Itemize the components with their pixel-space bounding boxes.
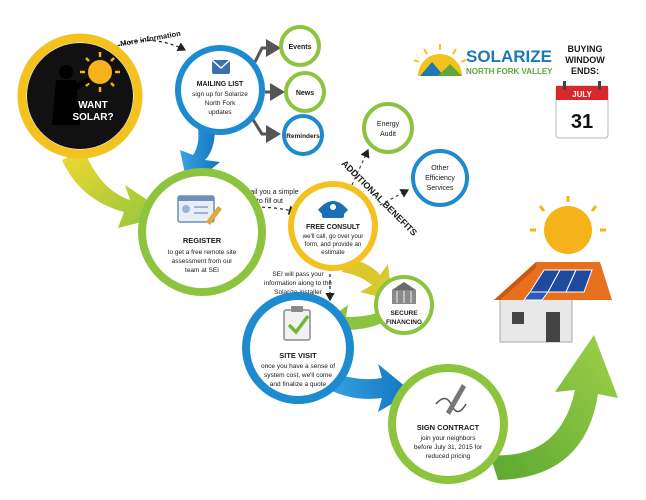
register-node: REGISTER to get a free remote site asses… xyxy=(138,168,266,296)
svg-text:information along to the: information along to the xyxy=(264,280,332,287)
sun-icon xyxy=(80,52,120,92)
option-events: Events xyxy=(279,25,321,67)
email-note: we'll email you a simple form to fill ou… xyxy=(224,189,298,205)
svg-text:JULY: JULY xyxy=(572,90,592,99)
mail-icon xyxy=(211,59,231,74)
option-reminders: Reminders xyxy=(282,114,324,156)
svg-text:system cost, we'll come: system cost, we'll come xyxy=(264,372,332,379)
svg-text:ENDS:: ENDS: xyxy=(571,66,599,76)
svg-text:before July 31, 2015 for: before July 31, 2015 for xyxy=(414,444,483,451)
svg-text:Events: Events xyxy=(289,44,312,51)
house-icon xyxy=(494,262,612,343)
svg-text:REGISTER: REGISTER xyxy=(183,236,222,245)
svg-text:updates: updates xyxy=(208,109,232,116)
site-visit-node: SITE VISIT once you have a sense of syst… xyxy=(242,292,354,404)
svg-text:SIGN CONTRACT: SIGN CONTRACT xyxy=(417,423,480,432)
svg-text:News: News xyxy=(296,90,314,97)
svg-text:SOLARIZE: SOLARIZE xyxy=(466,47,552,66)
more-information-label: More information xyxy=(120,29,182,49)
svg-text:Services: Services xyxy=(427,185,454,192)
person-icon xyxy=(52,65,90,125)
clipboard-check-icon xyxy=(283,306,311,341)
option-news: News xyxy=(284,71,326,113)
svg-text:join your neighbors: join your neighbors xyxy=(420,435,477,442)
svg-text:estimate: estimate xyxy=(321,249,345,256)
svg-text:FINANCING: FINANCING xyxy=(386,319,422,326)
register-form-icon xyxy=(177,195,222,225)
dashed-connector-energy-audit xyxy=(351,148,370,186)
svg-text:SITE VISIT: SITE VISIT xyxy=(279,351,317,360)
svg-text:reduced pricing: reduced pricing xyxy=(426,453,471,460)
mailing-list-node: MAILING LIST sign up for Solarize North … xyxy=(175,45,265,135)
want-solar-node: WANT SOLAR? xyxy=(17,33,143,159)
svg-text:team at SEI: team at SEI xyxy=(185,267,219,274)
svg-text:form to fill out: form to fill out xyxy=(241,198,283,205)
svg-text:31: 31 xyxy=(571,111,593,133)
pen-signature-icon xyxy=(435,384,467,415)
svg-text:Reminders: Reminders xyxy=(286,133,320,140)
svg-text:SOLAR?: SOLAR? xyxy=(72,112,113,123)
connector-events xyxy=(253,39,281,63)
svg-text:WANT: WANT xyxy=(78,100,107,111)
svg-text:sign up for Solarize: sign up for Solarize xyxy=(192,91,248,98)
svg-text:Efficiency: Efficiency xyxy=(425,175,455,182)
svg-text:North Fork: North Fork xyxy=(205,100,236,107)
flow-arrow-sitevisit-to-contract xyxy=(326,364,412,412)
dashed-connector-email xyxy=(237,205,298,215)
logo-sun-icon xyxy=(413,44,467,76)
buying-window: BUYING WINDOW ENDS: JULY 31 xyxy=(555,44,609,139)
dashed-connector-more-info xyxy=(111,39,187,51)
flow-arrow-contract-to-house xyxy=(490,335,618,480)
svg-text:Audit: Audit xyxy=(380,131,396,138)
svg-text:and finalize a quote: and finalize a quote xyxy=(270,381,327,388)
svg-text:SEI will pass your: SEI will pass your xyxy=(272,271,324,278)
svg-text:SECURE: SECURE xyxy=(390,310,418,317)
solar-panels xyxy=(523,269,593,301)
svg-text:we'll call, go over your: we'll call, go over your xyxy=(302,233,364,240)
house-solar-illustration xyxy=(494,196,612,343)
svg-text:we'll email you a simple: we'll email you a simple xyxy=(224,189,298,196)
secure-financing-node: SECURE FINANCING xyxy=(374,275,434,335)
svg-text:NORTH FORK VALLEY: NORTH FORK VALLEY xyxy=(466,67,553,76)
house-sun-icon xyxy=(530,196,606,254)
benefit-other-efficiency: Other Efficiency Services xyxy=(411,149,469,207)
bank-icon xyxy=(392,282,416,304)
svg-text:assessment from our: assessment from our xyxy=(172,258,234,265)
svg-text:WINDOW: WINDOW xyxy=(565,55,605,65)
calendar-icon: JULY 31 xyxy=(555,81,609,139)
svg-text:form, and provide an: form, and provide an xyxy=(305,241,362,248)
svg-text:Energy: Energy xyxy=(377,121,400,128)
svg-text:to get a free remote site: to get a free remote site xyxy=(168,249,237,256)
solarize-logo: SOLARIZE NORTH FORK VALLEY xyxy=(413,44,553,76)
phone-icon xyxy=(318,201,348,218)
benefit-energy-audit: Energy Audit xyxy=(362,102,414,154)
svg-text:once you have a sense of: once you have a sense of xyxy=(261,363,335,370)
connector-reminders xyxy=(250,117,281,143)
svg-text:BUYING: BUYING xyxy=(567,44,602,54)
free-consult-node: FREE CONSULT we'll call, go over your fo… xyxy=(288,181,378,271)
svg-text:MAILING LIST: MAILING LIST xyxy=(197,81,244,88)
svg-text:Other: Other xyxy=(431,165,449,172)
sign-contract-node: SIGN CONTRACT join your neighbors before… xyxy=(388,364,508,484)
svg-text:FREE CONSULT: FREE CONSULT xyxy=(306,224,361,231)
dashed-connector-efficiency xyxy=(379,189,410,206)
